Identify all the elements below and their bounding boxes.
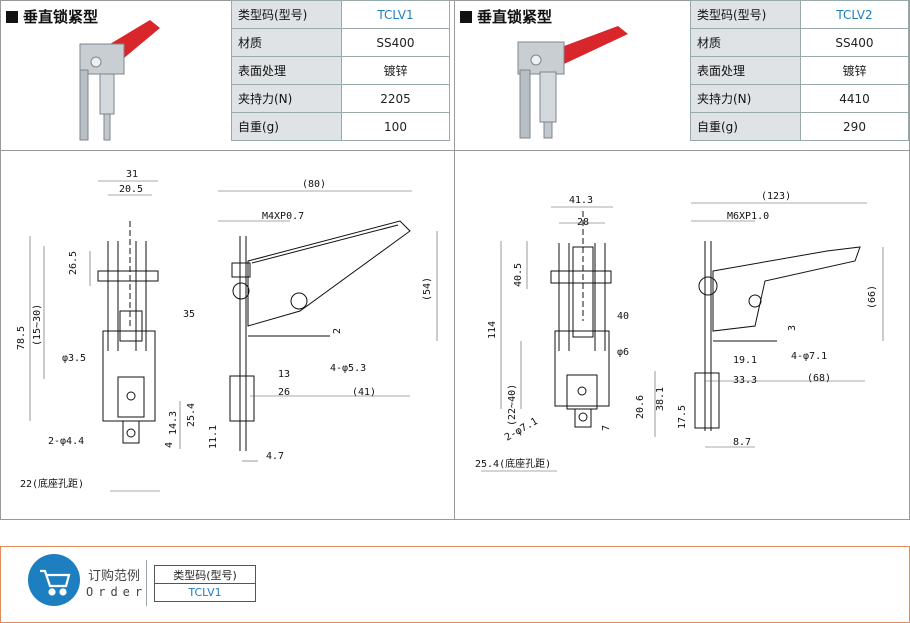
spec-row: 自重(g)100 xyxy=(231,112,450,141)
dim-label: M6XP1.0 xyxy=(727,211,769,222)
spec-value: 镀锌 xyxy=(341,56,450,85)
spec-value: TCLV2 xyxy=(800,0,909,29)
dim-label: 2-φ4.4 xyxy=(48,436,84,447)
dimension-drawing-2: 41.3 28 40.5 114 (22~40) 40 φ6 2-φ7.1 7 … xyxy=(475,191,884,472)
dim-label: (68) xyxy=(807,373,831,384)
spec-key: 自重(g) xyxy=(231,112,342,141)
spec-row: 表面处理镀锌 xyxy=(690,56,909,85)
spec-value: TCLV1 xyxy=(341,0,450,29)
dimension-drawing-1: 31 20.5 26.5 78.5 (15~30) φ3.5 35 14.3 2… xyxy=(16,169,438,492)
dim-label: (22~40) xyxy=(507,384,518,426)
dim-label: 40.5 xyxy=(513,263,524,287)
dim-label: (66) xyxy=(867,285,878,309)
dim-label: (54) xyxy=(422,277,433,301)
dim-label: (123) xyxy=(761,191,791,202)
dim-label: 4 xyxy=(164,442,175,448)
spec-row: 类型码(型号)TCLV2 xyxy=(690,0,909,29)
dim-label: 4-φ7.1 xyxy=(791,351,827,362)
dim-label: 20.6 xyxy=(635,395,646,419)
dim-label: 4-φ5.3 xyxy=(330,363,366,374)
spec-key: 类型码(型号) xyxy=(231,0,342,29)
dim-label: φ6 xyxy=(617,347,629,358)
cart-icon xyxy=(28,554,80,606)
spec-key: 类型码(型号) xyxy=(690,0,801,29)
dim-label: 35 xyxy=(183,309,195,320)
order-label: 订购范例 xyxy=(88,569,141,584)
dim-label: 11.1 xyxy=(208,425,219,449)
dim-label: 25.4(底座孔距) xyxy=(475,457,551,470)
row-divider xyxy=(0,150,910,151)
spec-row: 表面处理镀锌 xyxy=(231,56,450,85)
spec-row: 夹持力(N)4410 xyxy=(690,84,909,113)
dim-label: 22(底座孔距) xyxy=(20,477,84,490)
spec-key: 材质 xyxy=(690,28,801,57)
spec-value: 290 xyxy=(800,112,909,141)
column-divider xyxy=(454,0,455,520)
dim-label: 28 xyxy=(577,217,589,228)
dim-label: 20.5 xyxy=(119,184,143,195)
dim-label: (80) xyxy=(302,179,326,190)
clamp-photo-2 xyxy=(517,26,628,139)
square-bullet-icon xyxy=(6,10,18,23)
dim-label: 14.3 xyxy=(168,411,179,435)
spec-row: 类型码(型号)TCLV1 xyxy=(231,0,450,29)
order-value: TCLV1 xyxy=(154,583,256,602)
square-bullet-icon xyxy=(460,10,472,23)
dim-label: 8.7 xyxy=(733,437,751,448)
order-header: 类型码(型号) xyxy=(154,565,256,584)
dim-label: 17.5 xyxy=(677,405,688,429)
spec-value: 4410 xyxy=(800,84,909,113)
dim-label: 2 xyxy=(332,328,343,334)
clamp-photo-1 xyxy=(79,20,160,141)
dim-label: M4XP0.7 xyxy=(262,211,304,222)
dim-label: 25.4 xyxy=(186,403,197,427)
spec-row: 夹持力(N)2205 xyxy=(231,84,450,113)
dim-label: 7 xyxy=(601,425,612,431)
dim-label: 33.3 xyxy=(733,375,757,386)
dim-label: 31 xyxy=(126,169,138,180)
dim-label: 114 xyxy=(487,321,498,339)
spec-key: 夹持力(N) xyxy=(231,84,342,113)
dim-label: (15~30) xyxy=(32,304,43,346)
dim-label: (41) xyxy=(352,387,376,398)
dim-label: 26 xyxy=(278,387,290,398)
spec-value: SS400 xyxy=(341,28,450,57)
product-title-1: 垂直锁紧型 xyxy=(6,6,98,27)
spec-value: SS400 xyxy=(800,28,909,57)
dim-label: 40 xyxy=(617,311,629,322)
product-title-2: 垂直锁紧型 xyxy=(460,6,552,27)
dim-label: 38.1 xyxy=(655,387,666,411)
order-label-en: Order xyxy=(86,585,148,599)
dim-label: 4.7 xyxy=(266,451,284,462)
spec-value: 2205 xyxy=(341,84,450,113)
spec-key: 夹持力(N) xyxy=(690,84,801,113)
order-table: 类型码(型号) TCLV1 xyxy=(154,565,256,602)
dim-label: 26.5 xyxy=(68,251,79,275)
order-separator xyxy=(146,560,147,606)
spec-value: 镀锌 xyxy=(800,56,909,85)
spec-key: 材质 xyxy=(231,28,342,57)
dim-label: φ3.5 xyxy=(62,353,86,364)
dim-label: 41.3 xyxy=(569,195,593,206)
spec-key: 自重(g) xyxy=(690,112,801,141)
dim-label: 19.1 xyxy=(733,355,757,366)
spec-key: 表面处理 xyxy=(690,56,801,85)
spec-row: 自重(g)290 xyxy=(690,112,909,141)
spec-value: 100 xyxy=(341,112,450,141)
dim-label: 78.5 xyxy=(16,326,27,350)
dim-label: 3 xyxy=(787,325,798,331)
dim-label: 13 xyxy=(278,369,290,380)
spec-key: 表面处理 xyxy=(231,56,342,85)
